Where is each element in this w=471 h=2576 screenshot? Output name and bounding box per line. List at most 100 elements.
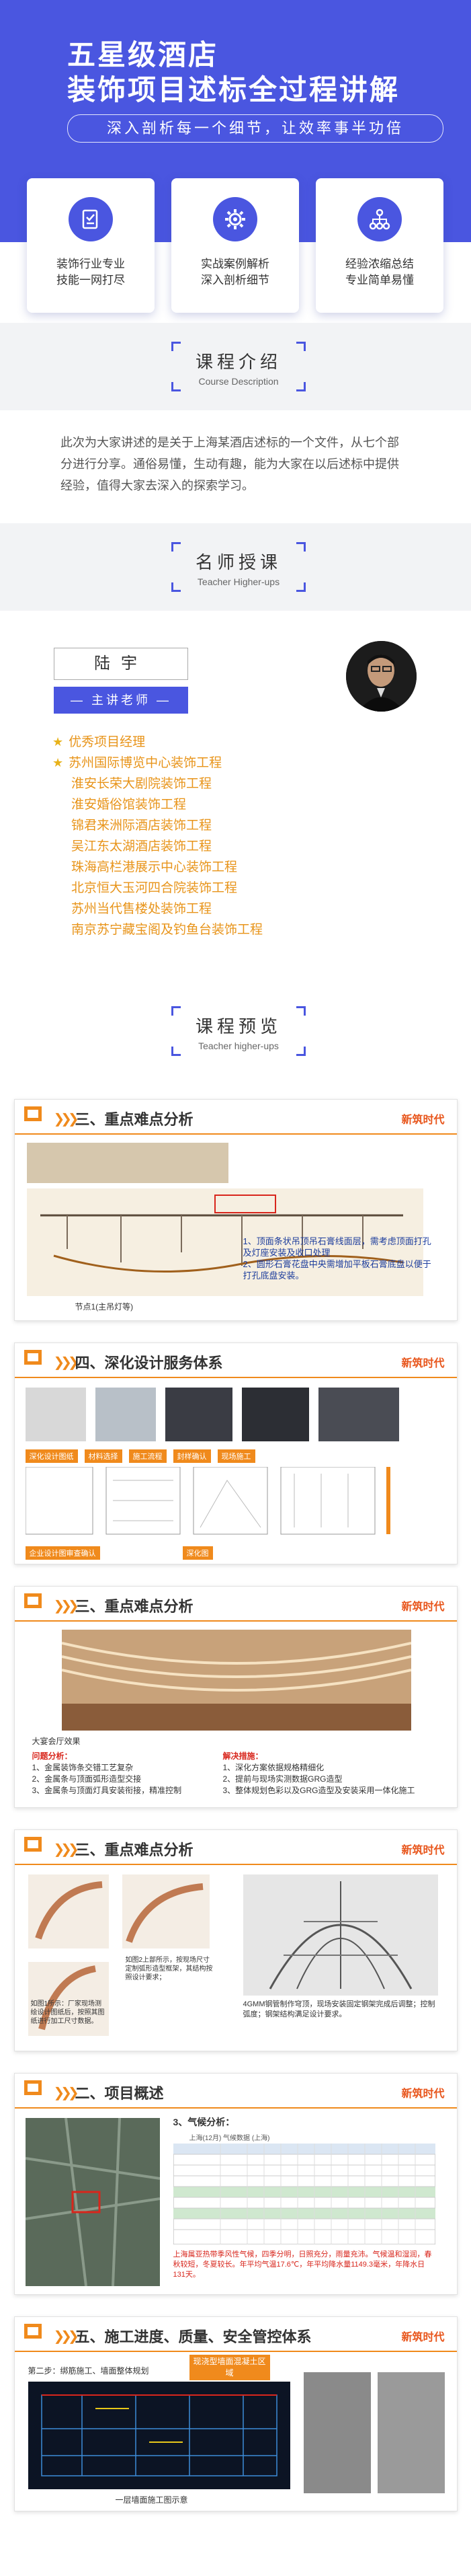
slide-brand: 新筑时代 bbox=[401, 1114, 445, 1126]
chevron-right-icon: ❯❯❯ bbox=[53, 1842, 79, 1857]
teacher-subtitle: Teacher Higher-ups bbox=[197, 576, 280, 587]
logo-icon bbox=[24, 1593, 42, 1608]
course-section-header: 课程介绍 Course Description bbox=[0, 323, 471, 410]
slide-preview-4: ❯❯❯ 三、重点难点分析 新筑时代 如图1所示：厂家现场测绘设计图纸后，按照其图… bbox=[13, 1829, 458, 2051]
material-photo bbox=[95, 1388, 156, 1441]
course-subtitle: Course Description bbox=[198, 376, 279, 387]
slide-brand: 新筑时代 bbox=[401, 1601, 445, 1613]
slide-caption: 一层墙面施工图示意 bbox=[115, 2495, 188, 2505]
slide-title: 四、深化设计服务体系 bbox=[75, 1355, 223, 1371]
chevron-right-icon: ❯❯❯ bbox=[53, 1355, 79, 1370]
slide-title: 三、重点难点分析 bbox=[75, 1842, 194, 1858]
teacher-section: 陆宇 — 主讲老师 — ★优秀项目经理 ★苏州国际博览中心装饰工程 淮安长荣大剧… bbox=[0, 611, 471, 987]
flow-label: 材料选择 bbox=[84, 1449, 122, 1463]
flow-label: 深化设计图纸 bbox=[25, 1449, 78, 1463]
slide-note: 如图2上部所示，按现场尺寸定制弧形造型框架，其结构按照设计要求； bbox=[125, 1957, 213, 1981]
material-photo bbox=[25, 1388, 86, 1441]
preview-title: 课程预览 bbox=[195, 1016, 282, 1036]
hero-tagline: 深入剖析每一个细节，让效率事半功倍 bbox=[67, 114, 443, 143]
floor-plan-drawing bbox=[28, 2382, 290, 2489]
problem-item: 1、金属装饰条交错工艺复杂 bbox=[32, 1763, 134, 1772]
preview-subtitle: Teacher higher-ups bbox=[198, 1040, 279, 1051]
slide-note: 如图1所示：厂家现场测绘设计图纸后，按照其图纸进行加工尺寸数据。 bbox=[30, 2000, 105, 2025]
preview-section-header: 课程预览 Teacher higher-ups bbox=[0, 987, 471, 1075]
chevron-right-icon: ❯❯❯ bbox=[53, 2086, 79, 2100]
feature-card-experience-line1: 经验浓缩总结 bbox=[345, 258, 414, 270]
slide-title: 二、项目概述 bbox=[75, 2085, 164, 2102]
checklist-icon bbox=[69, 197, 113, 241]
logo-icon bbox=[24, 1837, 42, 1852]
preview-title-box: 课程预览 Teacher higher-ups bbox=[171, 1006, 306, 1056]
meeting-photo bbox=[318, 1388, 399, 1441]
banquet-hall-render bbox=[61, 1630, 411, 1731]
slide-note: 1、顶面条状吊顶吊石膏线面层，需考虑顶面打孔及灯座安装及收口处理 bbox=[243, 1236, 431, 1258]
slide-brand: 新筑时代 bbox=[401, 1845, 445, 1856]
logo-icon bbox=[24, 2324, 42, 2339]
slide-title: 三、重点难点分析 bbox=[75, 1598, 194, 1615]
hero-section: 五星级酒店 装饰项目述标全过程讲解 深入剖析每一个细节，让效率事半功倍 装饰行业… bbox=[0, 0, 471, 323]
course-title-box: 课程介绍 Course Description bbox=[171, 342, 306, 391]
slide-preview-3: ❯❯❯ 三、重点难点分析 新筑时代 大宴会厅效果 问题分析： 1、金属装饰条交错… bbox=[13, 1586, 458, 1808]
solution-heading: 解决措施： bbox=[222, 1751, 263, 1761]
slide-preview-6: ❯❯❯ 五、施工进度、质量、安全管控体系 新筑时代 第二步：绑筋施工、墙面整体规… bbox=[13, 2316, 458, 2511]
teacher-experience-list: ★优秀项目经理 ★苏州国际博览中心装饰工程 淮安长荣大剧院装饰工程 淮安婚俗馆装… bbox=[52, 732, 263, 940]
problem-item: 2、金属条与顶面弧形造型交接 bbox=[32, 1774, 142, 1784]
list-item: ★优秀项目经理 bbox=[52, 732, 263, 753]
flow-label: 深化图 bbox=[182, 1546, 213, 1560]
feature-card-cases-line1: 实战案例解析 bbox=[201, 258, 269, 270]
teacher-role: — 主讲老师 — bbox=[54, 687, 188, 714]
site-photo bbox=[303, 2372, 371, 2493]
hero-title: 五星级酒店 装饰项目述标全过程讲解 bbox=[67, 38, 400, 108]
list-item: 吴江东太湖酒店装饰工程 bbox=[71, 839, 212, 854]
chevron-right-icon: ❯❯❯ bbox=[53, 1599, 79, 1614]
slide-title: 三、重点难点分析 bbox=[75, 1111, 194, 1128]
flow-label: 现场施工 bbox=[217, 1449, 255, 1463]
slide-caption: 节点1(主吊灯等) bbox=[75, 1302, 134, 1312]
climate-table-title: 上海(12月) 气候数据 (上海) bbox=[189, 2135, 270, 2142]
list-item: 北京恒大玉河四合院装饰工程 bbox=[71, 881, 238, 895]
star-icon: ★ bbox=[52, 756, 64, 769]
list-item: 苏州当代售楼处装饰工程 bbox=[71, 902, 212, 916]
climate-summary: 上海属亚热带季风性气候，四季分明，日照充分，雨量充沛。气候温和湿润，春秋较短，冬… bbox=[173, 2250, 432, 2279]
meeting-photo bbox=[165, 1388, 232, 1441]
problem-heading: 问题分析： bbox=[32, 1751, 73, 1761]
star-icon: ★ bbox=[52, 735, 64, 749]
chevron-right-icon: ❯❯❯ bbox=[53, 1112, 79, 1127]
teacher-title: 名师授课 bbox=[195, 552, 282, 572]
list-item: 淮安婚俗馆装饰工程 bbox=[71, 798, 187, 812]
ceiling-section-drawing bbox=[26, 1188, 423, 1296]
list-item: 珠海高栏港展示中心装饰工程 bbox=[71, 860, 238, 874]
climate-table bbox=[173, 2144, 435, 2244]
logo-icon bbox=[24, 2080, 42, 2095]
course-intro: 此次为大家讲述的是关于上海某酒店述标的一个文件，从七个部分进行分享。通俗易懂，生… bbox=[60, 436, 399, 492]
slide-brand: 新筑时代 bbox=[401, 2088, 445, 2100]
teacher-section-header: 名师授课 Teacher Higher-ups bbox=[0, 523, 471, 611]
flow-label: 封样确认 bbox=[173, 1449, 211, 1463]
hierarchy-icon bbox=[357, 197, 402, 241]
dome-steel-frame bbox=[243, 1874, 438, 1996]
slide-preview-2: ❯❯❯ 四、深化设计服务体系 新筑时代 深化设计图纸 材料选择 施工流程 封样确… bbox=[13, 1342, 458, 1564]
slide-preview-1: ❯❯❯ 三、重点难点分析 新筑时代 1、顶面条状吊顶吊石膏线面层，需考虑顶面打孔… bbox=[13, 1099, 458, 1321]
slide-note: 4GMM钢管制作穹顶，现场安装固定钢架完成后调整；控制弧度；钢架结构满足设计要求… bbox=[243, 2000, 435, 2018]
logo-icon bbox=[24, 1106, 42, 1121]
slide-callout: 现浇型墙面混凝土区域 bbox=[189, 2355, 270, 2380]
gear-icon bbox=[213, 197, 257, 241]
chevron-right-icon: ❯❯❯ bbox=[53, 2329, 79, 2344]
problem-item: 3、金属条与顶面灯具安装衔接，精准控制 bbox=[32, 1786, 182, 1795]
list-item: 锦君来洲际酒店装饰工程 bbox=[71, 819, 212, 833]
feature-card-skills-line2: 技能一网打尽 bbox=[56, 274, 125, 287]
ceiling-photo bbox=[26, 1143, 228, 1183]
solution-item: 2、提前与现场实测数据GRG造型 bbox=[222, 1774, 343, 1784]
teacher-name: 陆宇 bbox=[54, 648, 188, 680]
slide-preview-5: ❯❯❯ 二、项目概述 新筑时代 3、气候分析： 上海(12月) 气候数据 (上海… bbox=[13, 2073, 458, 2295]
slide-gallery: ❯❯❯ 三、重点难点分析 新筑时代 1、顶面条状吊顶吊石膏线面层，需考虑顶面打孔… bbox=[0, 1075, 471, 2511]
slide-label: 第二步：绑筋施工、墙面整体规划 bbox=[28, 2366, 149, 2376]
feature-card-skills-line1: 装饰行业专业 bbox=[56, 258, 125, 270]
hero-title-line2: 装饰项目述标全过程讲解 bbox=[67, 74, 400, 106]
avatar bbox=[346, 641, 417, 712]
meeting-photo bbox=[241, 1388, 309, 1441]
flow-label: 施工流程 bbox=[128, 1449, 167, 1463]
slide-subtitle: 3、气候分析： bbox=[173, 2117, 235, 2127]
teacher-title-box: 名师授课 Teacher Higher-ups bbox=[171, 542, 306, 592]
arc-component-photos bbox=[28, 1874, 210, 2036]
